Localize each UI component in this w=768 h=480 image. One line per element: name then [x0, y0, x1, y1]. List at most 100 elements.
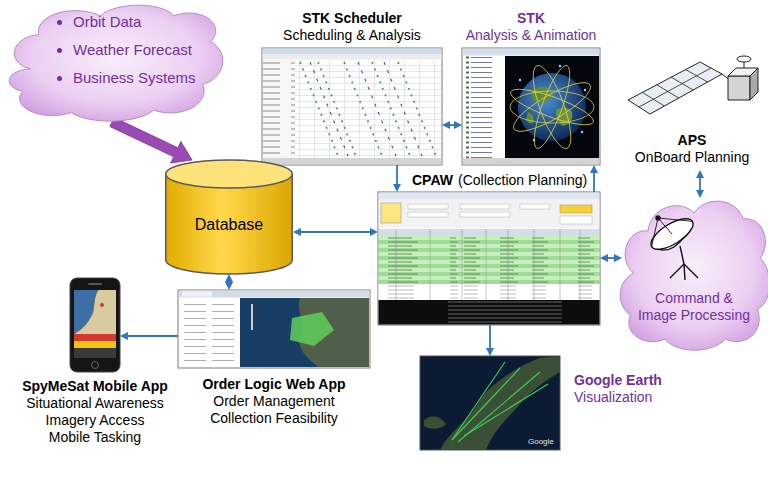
- web-app-screenshot-part: [251, 304, 253, 330]
- stk-screenshot-part-part: [510, 91, 594, 123]
- phone-illustration-part: [92, 362, 99, 369]
- caption-text: Analysis & Animation: [466, 27, 597, 44]
- scheduler-screenshot-part: [310, 62, 422, 156]
- cloud-shape: [622, 198, 766, 348]
- caption-text: (Collection Planning): [458, 172, 587, 189]
- connector-arrow: [228, 280, 230, 284]
- caption-text: Visualization: [574, 389, 652, 406]
- earth-screenshot: [420, 356, 560, 450]
- text-group: CPAW(Collection Planning): [412, 172, 587, 189]
- cpaw-screenshot-part-part: [460, 204, 510, 209]
- caption-text: Mobile Tasking: [49, 429, 141, 446]
- connector-arrow: [489, 325, 491, 350]
- web-app-panel: Order Logic Web AppOrder ManagementColle…: [178, 290, 370, 368]
- antenna-dish-part: [656, 216, 660, 220]
- connector-arrow: [126, 335, 178, 337]
- phone-illustration-part: [74, 290, 116, 358]
- heading-text: Order Logic Web App: [202, 376, 345, 393]
- cpaw-screenshot-part: [379, 193, 600, 200]
- cpaw-screenshot-part-part: [408, 204, 448, 209]
- source-cloud: Orbit DataWeather ForecastBusiness Syste…: [10, 4, 215, 122]
- bullet-text: Weather Forecast: [73, 36, 196, 64]
- stk-screenshot-part-part: [507, 83, 597, 132]
- caption-text: Scheduling & Analysis: [283, 27, 421, 44]
- cpaw-screenshot-part: [379, 236, 600, 284]
- scheduler-screenshot-part-part: [384, 62, 422, 156]
- phone-illustration-part: [74, 341, 116, 348]
- cpaw-screenshot-part: [379, 200, 600, 228]
- satellite-illustration-part: [639, 68, 711, 107]
- ground-cloud: Command & Image Processing: [622, 198, 766, 348]
- scheduler-screenshot-part-part: [358, 62, 396, 156]
- satellite-illustration: [628, 56, 758, 114]
- stk-screenshot-part: [462, 48, 600, 165]
- cpaw-screenshot-part-part: [520, 204, 550, 209]
- scheduler-screenshot-part-part: [398, 62, 436, 156]
- connector-arrow: [699, 176, 701, 192]
- stk-screenshot-part: [463, 56, 505, 158]
- satellite-illustration-part: [728, 76, 750, 100]
- text-group: APSOnBoard Planning: [635, 132, 749, 166]
- bullet-text: Business Systems: [73, 64, 196, 92]
- earth-screenshot-part: [424, 417, 446, 429]
- caption-text: OnBoard Planning: [635, 149, 749, 166]
- phone-illustration: [70, 278, 120, 372]
- web-app-screenshot-part: [182, 292, 212, 297]
- cpaw-screenshot-part: [396, 229, 580, 300]
- phone-illustration-part: [74, 290, 98, 334]
- scheduler-screenshot: [262, 48, 442, 165]
- web-app-screenshot-part: [179, 291, 370, 298]
- cpaw-screenshot-part-part: [460, 212, 510, 217]
- caption-text: Order Management: [213, 393, 334, 410]
- cpaw-screenshot-part-part: [408, 212, 448, 217]
- heading-text: Database: [195, 215, 264, 234]
- cloud-outline: [9, 5, 223, 121]
- stk-screenshot-part-part: [526, 62, 579, 153]
- stk-screenshot-part: [526, 112, 534, 124]
- stk-screenshot-part-part: [584, 89, 586, 91]
- scheduler-screenshot-part: [295, 60, 441, 158]
- caption-text: Situational Awareness: [26, 395, 164, 412]
- scheduler-screenshot-part: [263, 49, 442, 55]
- text-group: Command & Image Processing: [636, 290, 753, 324]
- heading-text: Google Earth: [574, 372, 662, 389]
- text-group: Order Logic Web AppOrder ManagementColle…: [202, 376, 345, 427]
- database-cylinder: Database: [165, 160, 293, 274]
- stk-screenshot-part: [507, 62, 597, 153]
- phone-illustration-part: [74, 290, 98, 334]
- earth-screenshot-part: [440, 356, 560, 450]
- earth-screenshot-part: [452, 362, 548, 442]
- earth-view: Google EarthVisualization: [420, 356, 560, 450]
- scheduler-panel: STK SchedulerScheduling & Analysis: [262, 48, 442, 165]
- cylinder-top: [166, 160, 293, 188]
- phone-illustration-part: [70, 278, 120, 372]
- stk-screenshot-part-part: [533, 139, 535, 141]
- phone-illustration-part: [74, 348, 116, 358]
- scheduler-screenshot-part-part: [300, 62, 338, 156]
- stk-screenshot-part-part: [559, 65, 561, 67]
- scheduler-screenshot-part: [263, 60, 295, 158]
- web-app-screenshot-part: [240, 298, 369, 367]
- earth-screenshot-part: [420, 356, 560, 450]
- cpaw-screenshot-part: [381, 203, 401, 223]
- earth-screenshot-part-part: [452, 368, 520, 440]
- text-group: Orbit DataWeather ForecastBusiness Syste…: [55, 8, 196, 92]
- scheduler-screenshot-part-part: [344, 62, 382, 156]
- text-group: STK SchedulerScheduling & Analysis: [283, 10, 421, 44]
- cpaw-screenshot-part: [408, 204, 592, 224]
- cpaw-screenshot-part: [379, 284, 600, 300]
- phone-illustration-part: [88, 283, 102, 285]
- stk-screenshot-part: [463, 158, 600, 165]
- stk-screenshot-part: [505, 56, 599, 158]
- earth-screenshot-part-part: [452, 362, 505, 440]
- connector-arrow: [593, 171, 595, 192]
- caption-text: Imagery Access: [46, 412, 145, 429]
- earth-screenshot-part-part: [464, 384, 548, 436]
- cpaw-panel: CPAW(Collection Planning): [378, 192, 600, 325]
- phone-illustration-part: [74, 334, 116, 341]
- cpaw-screenshot-part: [379, 300, 600, 325]
- stk-screenshot-part: [518, 73, 586, 141]
- stk-screenshot-part-part: [508, 75, 596, 140]
- text-group: Google EarthVisualization: [574, 372, 662, 406]
